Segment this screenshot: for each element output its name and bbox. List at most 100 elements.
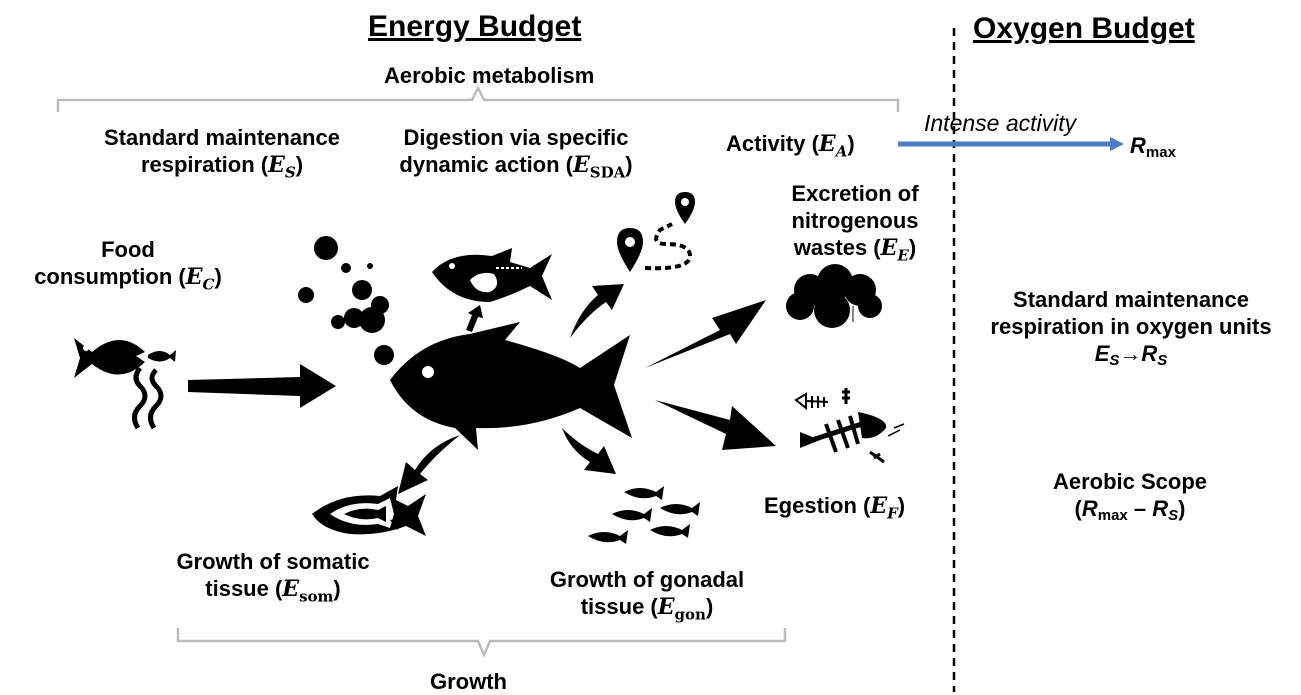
oxygen-std-line2: respiration in oxygen units [990, 314, 1272, 339]
food-line2: consumption (EC) [28, 263, 228, 298]
oxygen-standard-maintenance-label: Standard maintenance respiration in oxyg… [966, 286, 1296, 374]
growth-bracket [176, 628, 787, 659]
somatic-line2: tissue (Esom) [148, 575, 398, 610]
arrow-icon: → [1119, 341, 1142, 366]
aerobic-scope-formula: (Rmax – RS) [1030, 495, 1230, 529]
activity-icon-arrow [570, 284, 624, 338]
fish-inside-fish-icon [312, 486, 426, 536]
symbol: E [870, 493, 888, 519]
subscript: A [835, 142, 848, 161]
text: tissue ( [205, 576, 283, 601]
somatic-line1: Growth of somatic [176, 549, 370, 574]
text: consumption ( [34, 264, 186, 289]
text: ( [1074, 496, 1082, 521]
somatic-arrow [398, 435, 460, 494]
subscript: E [897, 246, 909, 265]
symbol: E [282, 576, 300, 602]
excretion-label: Excretion of nitrogenous wastes (EE) [770, 180, 940, 269]
intense-activity-label: Intense activity [924, 110, 1077, 136]
symbol: E [185, 264, 203, 290]
growth-label: Growth [430, 669, 507, 694]
subscript: C [202, 275, 215, 294]
map-route-icon [617, 192, 695, 272]
activity-arrow [898, 137, 1124, 151]
text: Egestion ( [764, 493, 871, 518]
aerobic-scope-line1: Aerobic Scope [1052, 469, 1208, 494]
subscript: max [1097, 507, 1128, 524]
standard-maintenance-label: Standard maintenance respiration (ES) [80, 124, 364, 186]
bubbles-icon [298, 236, 394, 365]
gonadal-arrow [562, 428, 616, 474]
fish-eating-fish-icon [74, 338, 176, 378]
symbol: R [1152, 496, 1169, 521]
fish-skeleton-icon [794, 388, 905, 464]
fish-school-icon [588, 486, 700, 544]
food-consumption-label: Food consumption (EC) [28, 236, 228, 298]
excretion-line1: Excretion of [791, 181, 919, 206]
oxygen-std-line1: Standard maintenance [1013, 287, 1249, 312]
subscript: S [1168, 507, 1179, 524]
symbol: E [657, 594, 675, 620]
text: ) [897, 493, 906, 518]
activity-label: Activity (EA) [726, 130, 855, 165]
text: ) [333, 576, 341, 601]
digestion-line2: dynamic action (ESDA) [378, 151, 654, 186]
oxygen-std-equation: ES→RS [966, 340, 1296, 374]
symbol: R [1141, 341, 1158, 366]
gonadal-line2: tissue (Egon) [522, 593, 772, 628]
central-fish-icon [390, 322, 632, 450]
egestion-label: Egestion (EF) [764, 492, 905, 527]
subscript: S [284, 163, 296, 182]
symbol: R [1081, 496, 1098, 521]
standard-maintenance-line2: respiration (ES) [80, 151, 364, 186]
text: dynamic action ( [399, 152, 573, 177]
aerobic-metabolism-label: Aerobic metabolism [384, 63, 595, 88]
text: wastes ( [793, 235, 881, 260]
text: respiration ( [140, 152, 269, 177]
symbol: E [268, 152, 285, 178]
symbol: E [573, 152, 590, 178]
text: ) [625, 152, 633, 177]
aerobic-scope-label: Aerobic Scope (Rmax – RS) [1030, 468, 1230, 529]
oxygen-budget-heading: Oxygen Budget [973, 12, 1195, 45]
text: ) [847, 131, 855, 156]
subscript: max [1145, 144, 1176, 161]
text: – [1127, 496, 1153, 521]
sda-arrow [466, 305, 483, 332]
text: ) [1178, 496, 1186, 521]
egestion-arrow [655, 400, 776, 450]
symbol: E [880, 235, 898, 261]
cloud-waste-icon [786, 264, 882, 328]
subscript: F [887, 504, 898, 523]
digestion-line1: Digestion via specific [403, 125, 629, 150]
aerobic-metabolism-bracket [56, 85, 900, 112]
subscript: S [1157, 352, 1168, 369]
excretion-arrow [645, 300, 766, 368]
symbol: R [1130, 133, 1146, 158]
gonadal-line1: Growth of gonadal [549, 567, 745, 592]
subscript: SDA [589, 163, 626, 182]
text: Activity ( [726, 131, 819, 156]
rmax-label: Rmax [1130, 132, 1176, 166]
text: ) [214, 264, 222, 289]
standard-maintenance-line1: Standard maintenance [104, 125, 340, 150]
symbol: E [818, 131, 836, 157]
text: ) [705, 594, 714, 619]
food-line1: Food [101, 237, 155, 262]
symbol: E [1094, 341, 1110, 366]
text: tissue ( [580, 594, 658, 619]
digestion-label: Digestion via specific dynamic action (E… [378, 124, 654, 186]
text: ) [908, 235, 917, 260]
gonadal-growth-label: Growth of gonadal tissue (Egon) [522, 566, 772, 628]
energy-budget-heading: Energy Budget [368, 10, 582, 43]
somatic-growth-label: Growth of somatic tissue (Esom) [148, 548, 398, 610]
excretion-line3: wastes (EE) [770, 234, 940, 269]
subscript: S [1109, 352, 1120, 369]
subscript: gon [674, 605, 706, 624]
text: ) [295, 152, 304, 177]
food-arrow [188, 364, 336, 408]
seaweed-icon [132, 366, 164, 430]
excretion-line2: nitrogenous [791, 208, 919, 233]
subscript: som [299, 587, 334, 606]
